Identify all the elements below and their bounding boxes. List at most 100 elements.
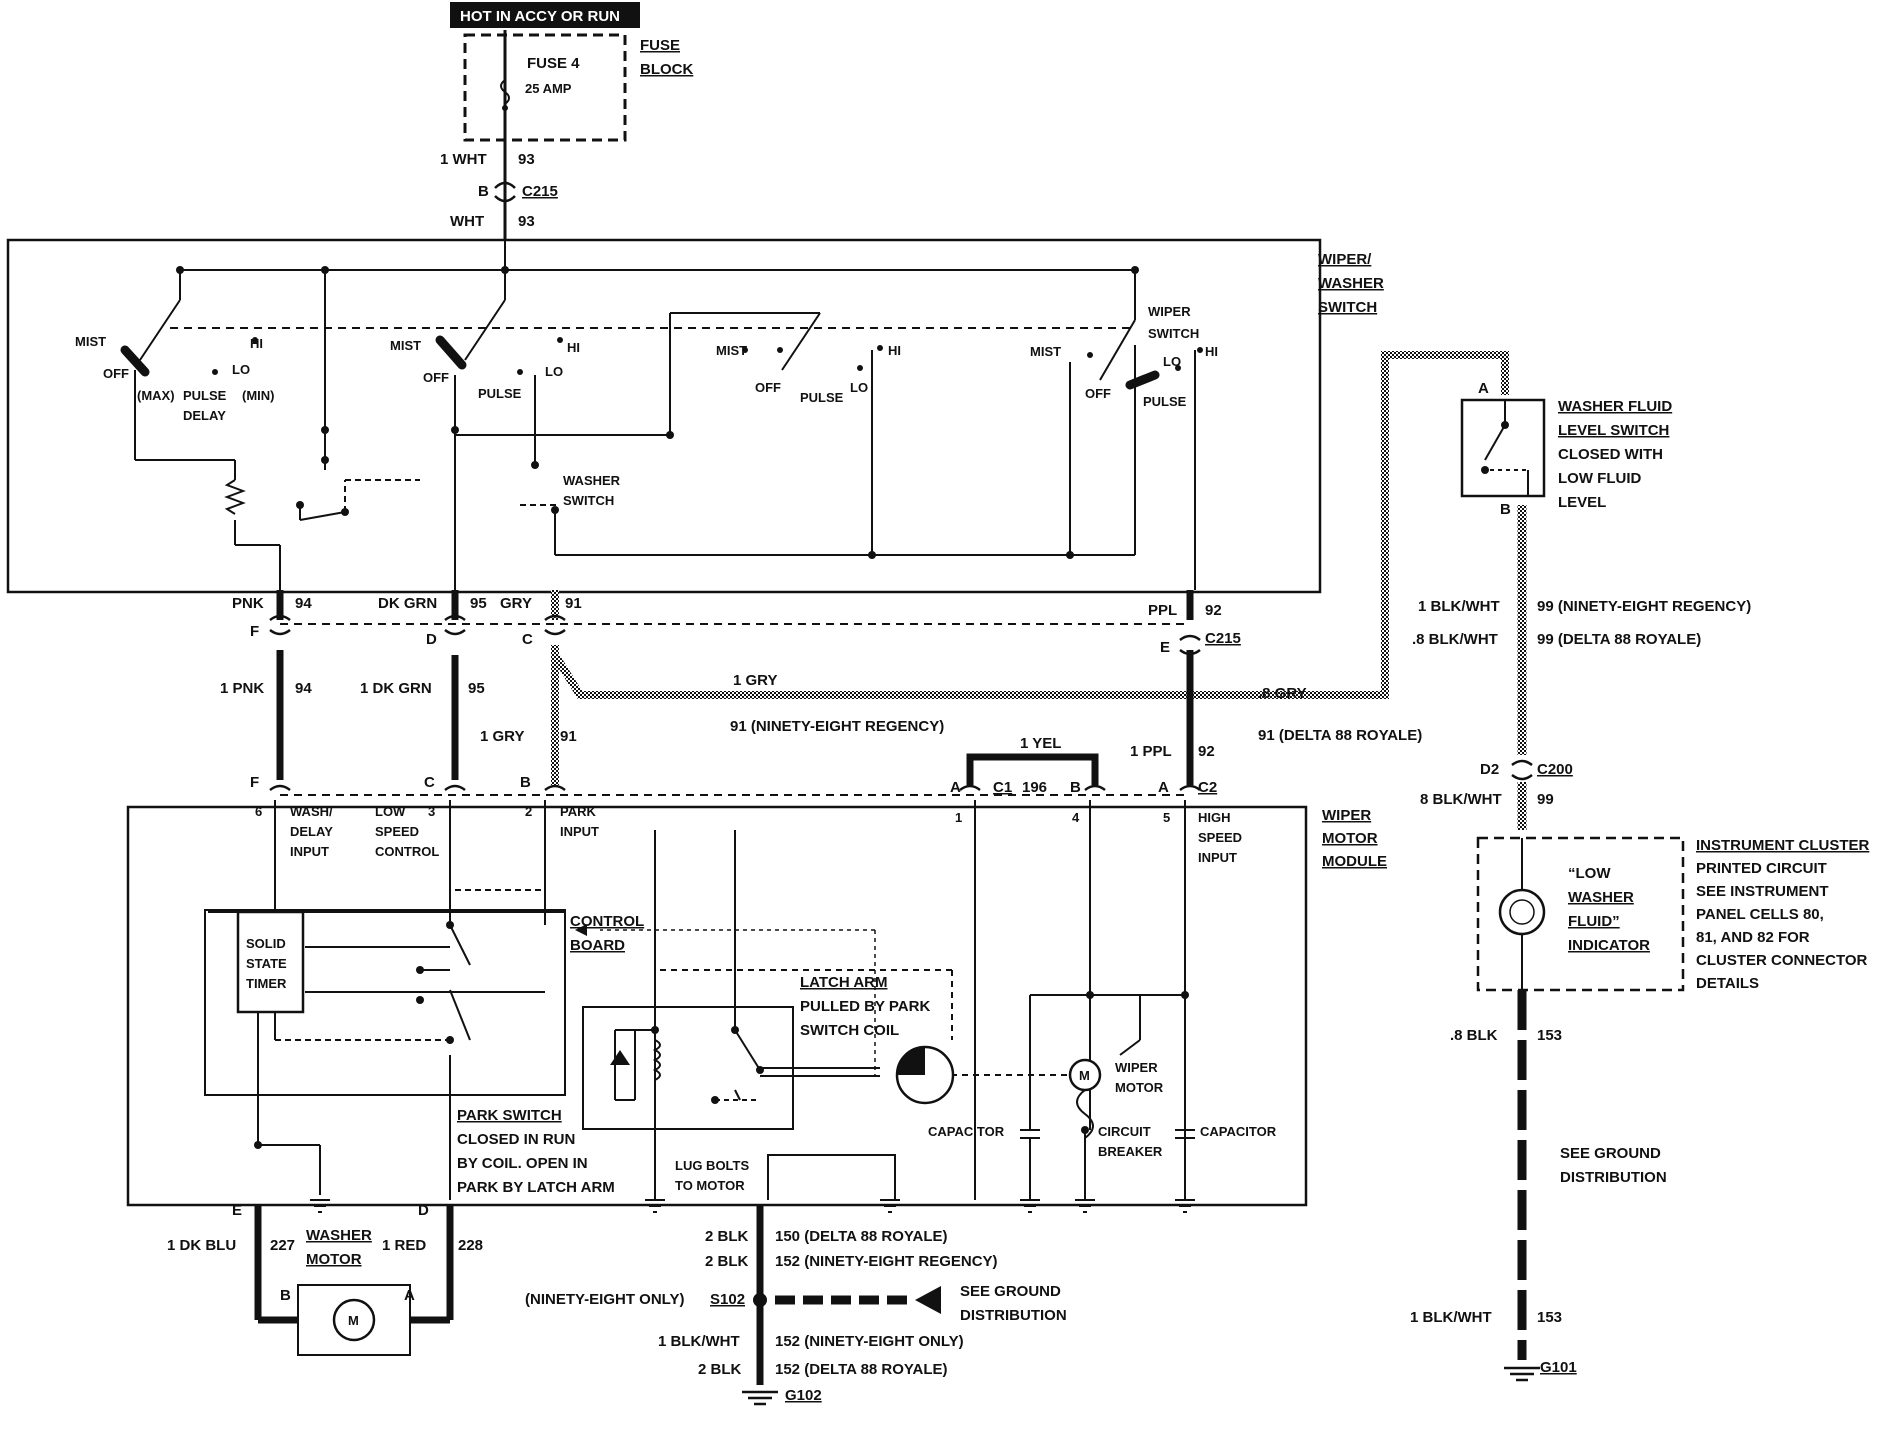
gnd-wire-3-circuit: 152 (NINETY-EIGHT ONLY) xyxy=(775,1333,964,1350)
pin-b-lower: B xyxy=(520,774,531,791)
wiper-switch-title-2: WASHER xyxy=(1318,275,1384,292)
washer-fluid-4: LOW FLUID xyxy=(1558,470,1641,487)
washer-motor-title-1: WASHER xyxy=(306,1227,372,1244)
circuit-95-lower: 95 xyxy=(468,680,485,697)
c200-connector-icon xyxy=(1511,759,1533,781)
wiper-motor-label-2: MOTOR xyxy=(1115,1080,1164,1095)
circuit-227: 227 xyxy=(270,1237,295,1254)
wire-08blkwht: .8 BLK/WHT xyxy=(1412,631,1498,648)
cluster-1: INSTRUMENT CLUSTER xyxy=(1696,837,1869,854)
wire-1ppl: 1 PPL xyxy=(1130,743,1172,760)
fluid-switch-contact xyxy=(1481,466,1489,474)
lug-bolts-1: LUG BOLTS xyxy=(675,1158,749,1173)
washer-fluid-switch-internals xyxy=(1484,400,1529,496)
pin-d-washer: D xyxy=(418,1202,429,1219)
high-speed-1: HIGH xyxy=(1198,810,1231,825)
module-title-2: MOTOR xyxy=(1322,830,1378,847)
circuit-94: 94 xyxy=(295,595,312,612)
wiper-switch-title-3: SWITCH xyxy=(1318,299,1377,316)
wiper-switch-title-1: WIPER/ xyxy=(1318,251,1372,268)
pin-b-washer: B xyxy=(280,1287,291,1304)
control-board-2: BOARD xyxy=(570,937,625,954)
see-ground-1: SEE GROUND xyxy=(960,1283,1061,1300)
wire-wht: WHT xyxy=(450,213,484,230)
wire-8blkwht-circuit: 99 xyxy=(1537,791,1554,808)
switch-internal-wiring xyxy=(134,240,1196,590)
bulb-filament-icon xyxy=(1509,899,1535,925)
pin-a-washer: A xyxy=(404,1287,415,1304)
pin-3: 3 xyxy=(428,804,435,819)
wire-08gry: .8 GRY xyxy=(1258,685,1307,702)
pin-d2: D2 xyxy=(1480,761,1499,778)
park-input-2: INPUT xyxy=(560,824,599,839)
switch-1-lever-icon xyxy=(120,345,150,377)
pin-c-lower: C xyxy=(424,774,435,791)
washer-fluid-5: LEVEL xyxy=(1558,494,1606,511)
latch-cam-fill-icon xyxy=(897,1047,925,1075)
cluster-3: SEE INSTRUMENT xyxy=(1696,883,1829,900)
pin-f-upper: F xyxy=(250,623,259,640)
low-washer-fluid-indicator-icon xyxy=(1498,888,1546,936)
diode-icon xyxy=(610,1050,630,1065)
pulse-label-4: PULSE xyxy=(1143,394,1187,409)
wire-pnk: PNK xyxy=(232,595,264,612)
pin-a-fluid: A xyxy=(1478,380,1489,397)
solid-state-timer-box xyxy=(236,910,305,1014)
cluster-2: PRINTED CIRCUIT xyxy=(1696,860,1827,877)
wire-1blkwht-153: 1 BLK/WHT xyxy=(1410,1309,1492,1326)
yel-jumper-wire xyxy=(966,753,1099,785)
svg-text:HOT IN ACCY OR RUN: HOT IN ACCY OR RUN xyxy=(460,8,620,25)
gnd-wire-3: 1 BLK/WHT xyxy=(658,1333,740,1350)
gnd-wire-1-circuit: 150 (DELTA 88 ROYALE) xyxy=(775,1228,948,1245)
gnd-wire-4-circuit: 152 (DELTA 88 ROYALE) xyxy=(775,1361,948,1378)
timer-3: TIMER xyxy=(246,976,287,991)
park-switch-1: PARK SWITCH xyxy=(457,1107,562,1124)
wiper-motor-module-box xyxy=(126,805,1308,1207)
latch-arm-2: PULLED BY PARK xyxy=(800,998,930,1015)
mist-label-2: MIST xyxy=(390,338,421,353)
low-speed-2: SPEED xyxy=(375,824,419,839)
lug-bolts-2: TO MOTOR xyxy=(675,1178,745,1193)
wire-gry: GRY xyxy=(500,595,532,612)
wire-dkgrn: DK GRN xyxy=(378,595,437,612)
circuit-91-lower: 91 xyxy=(560,728,577,745)
s102-splice-dot xyxy=(753,1293,767,1307)
wire-1gry-top: 1 GRY xyxy=(733,672,777,689)
hi-label-2: HI xyxy=(567,340,580,355)
s102-note: (NINETY-EIGHT ONLY) xyxy=(525,1291,684,1308)
max-label: (MAX) xyxy=(137,388,175,403)
off-label-4: OFF xyxy=(1085,386,1111,401)
washer-switch-label-1: WASHER xyxy=(563,473,621,488)
lo-label-3: LO xyxy=(850,380,868,395)
gnd-wire-2-circuit: 152 (NINETY-EIGHT REGENCY) xyxy=(775,1253,998,1270)
high-speed-3: INPUT xyxy=(1198,850,1237,865)
gnd-wire-4: 2 BLK xyxy=(698,1361,742,1378)
wash-delay-1: WASH/ xyxy=(290,804,333,819)
timer-2: STATE xyxy=(246,956,287,971)
gry-delta-note: 91 (DELTA 88 ROYALE) xyxy=(1258,727,1422,744)
mist-label-3: MIST xyxy=(716,343,747,358)
washer-switch-label-2: SWITCH xyxy=(563,493,614,508)
connector-c2: C2 xyxy=(1198,779,1217,796)
pin-b-fluid: B xyxy=(1500,501,1511,518)
wiper-motor-label-1: WIPER xyxy=(1115,1060,1158,1075)
control-board-1: CONTROL xyxy=(570,913,644,930)
ground-g101: G101 xyxy=(1540,1359,1577,1376)
wire-8blkwht: 8 BLK/WHT xyxy=(1420,791,1502,808)
circuit-94-lower: 94 xyxy=(295,680,312,697)
park-switch-2: CLOSED IN RUN xyxy=(457,1131,575,1148)
pin-b-c215: B xyxy=(478,183,489,200)
splice-s102: S102 xyxy=(710,1291,745,1308)
circuit-91: 91 xyxy=(565,595,582,612)
circuit-breaker-icon xyxy=(1076,1089,1094,1139)
cluster-7: DETAILS xyxy=(1696,975,1759,992)
circuit-93-a: 93 xyxy=(518,151,535,168)
washer-fluid-switch-box xyxy=(1460,398,1546,498)
see-ground-2: DISTRIBUTION xyxy=(960,1307,1067,1324)
wiper-switch-inner-1: WIPER xyxy=(1148,304,1191,319)
latch-arrow-icon xyxy=(575,924,587,936)
connector-c1: C1 xyxy=(993,779,1012,796)
hi-label-1: HI xyxy=(250,336,263,351)
